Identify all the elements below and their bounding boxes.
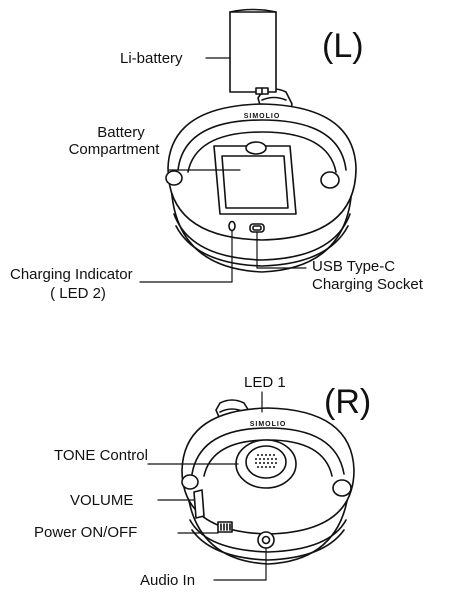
label-charging-indicator-line1: Charging Indicator [10,266,133,283]
left-unit-drawing [165,88,357,273]
brand-mark-right: SIMOLIO [250,421,287,428]
left-leader-lines [139,57,307,283]
label-battery-compartment-line1: Battery [97,124,145,141]
label-usb-type-c-line1: USB Type-C [312,258,396,275]
label-audio-in: Audio In [140,572,196,589]
label-battery-compartment-line2: Compartment [68,141,160,158]
label-led1: LED 1 [244,374,286,391]
label-volume: VOLUME [70,492,134,509]
label-charging-indicator-line2: ( LED 2) [50,285,106,302]
side-label-left: (L) [322,27,364,65]
right-leader-lines [147,391,267,581]
side-label-right: (R) [324,383,372,421]
label-li-battery: Li-battery [120,50,183,67]
label-power-on-off: Power ON/OFF [34,524,138,541]
speaker-grille-dots [255,454,277,468]
label-tone-control: TONE Control [54,447,148,464]
brand-mark-left: SIMOLIO [244,113,281,120]
li-battery-drawing [229,8,277,95]
right-unit-drawing [181,399,355,565]
label-usb-type-c-line2: Charging Socket [312,276,423,293]
